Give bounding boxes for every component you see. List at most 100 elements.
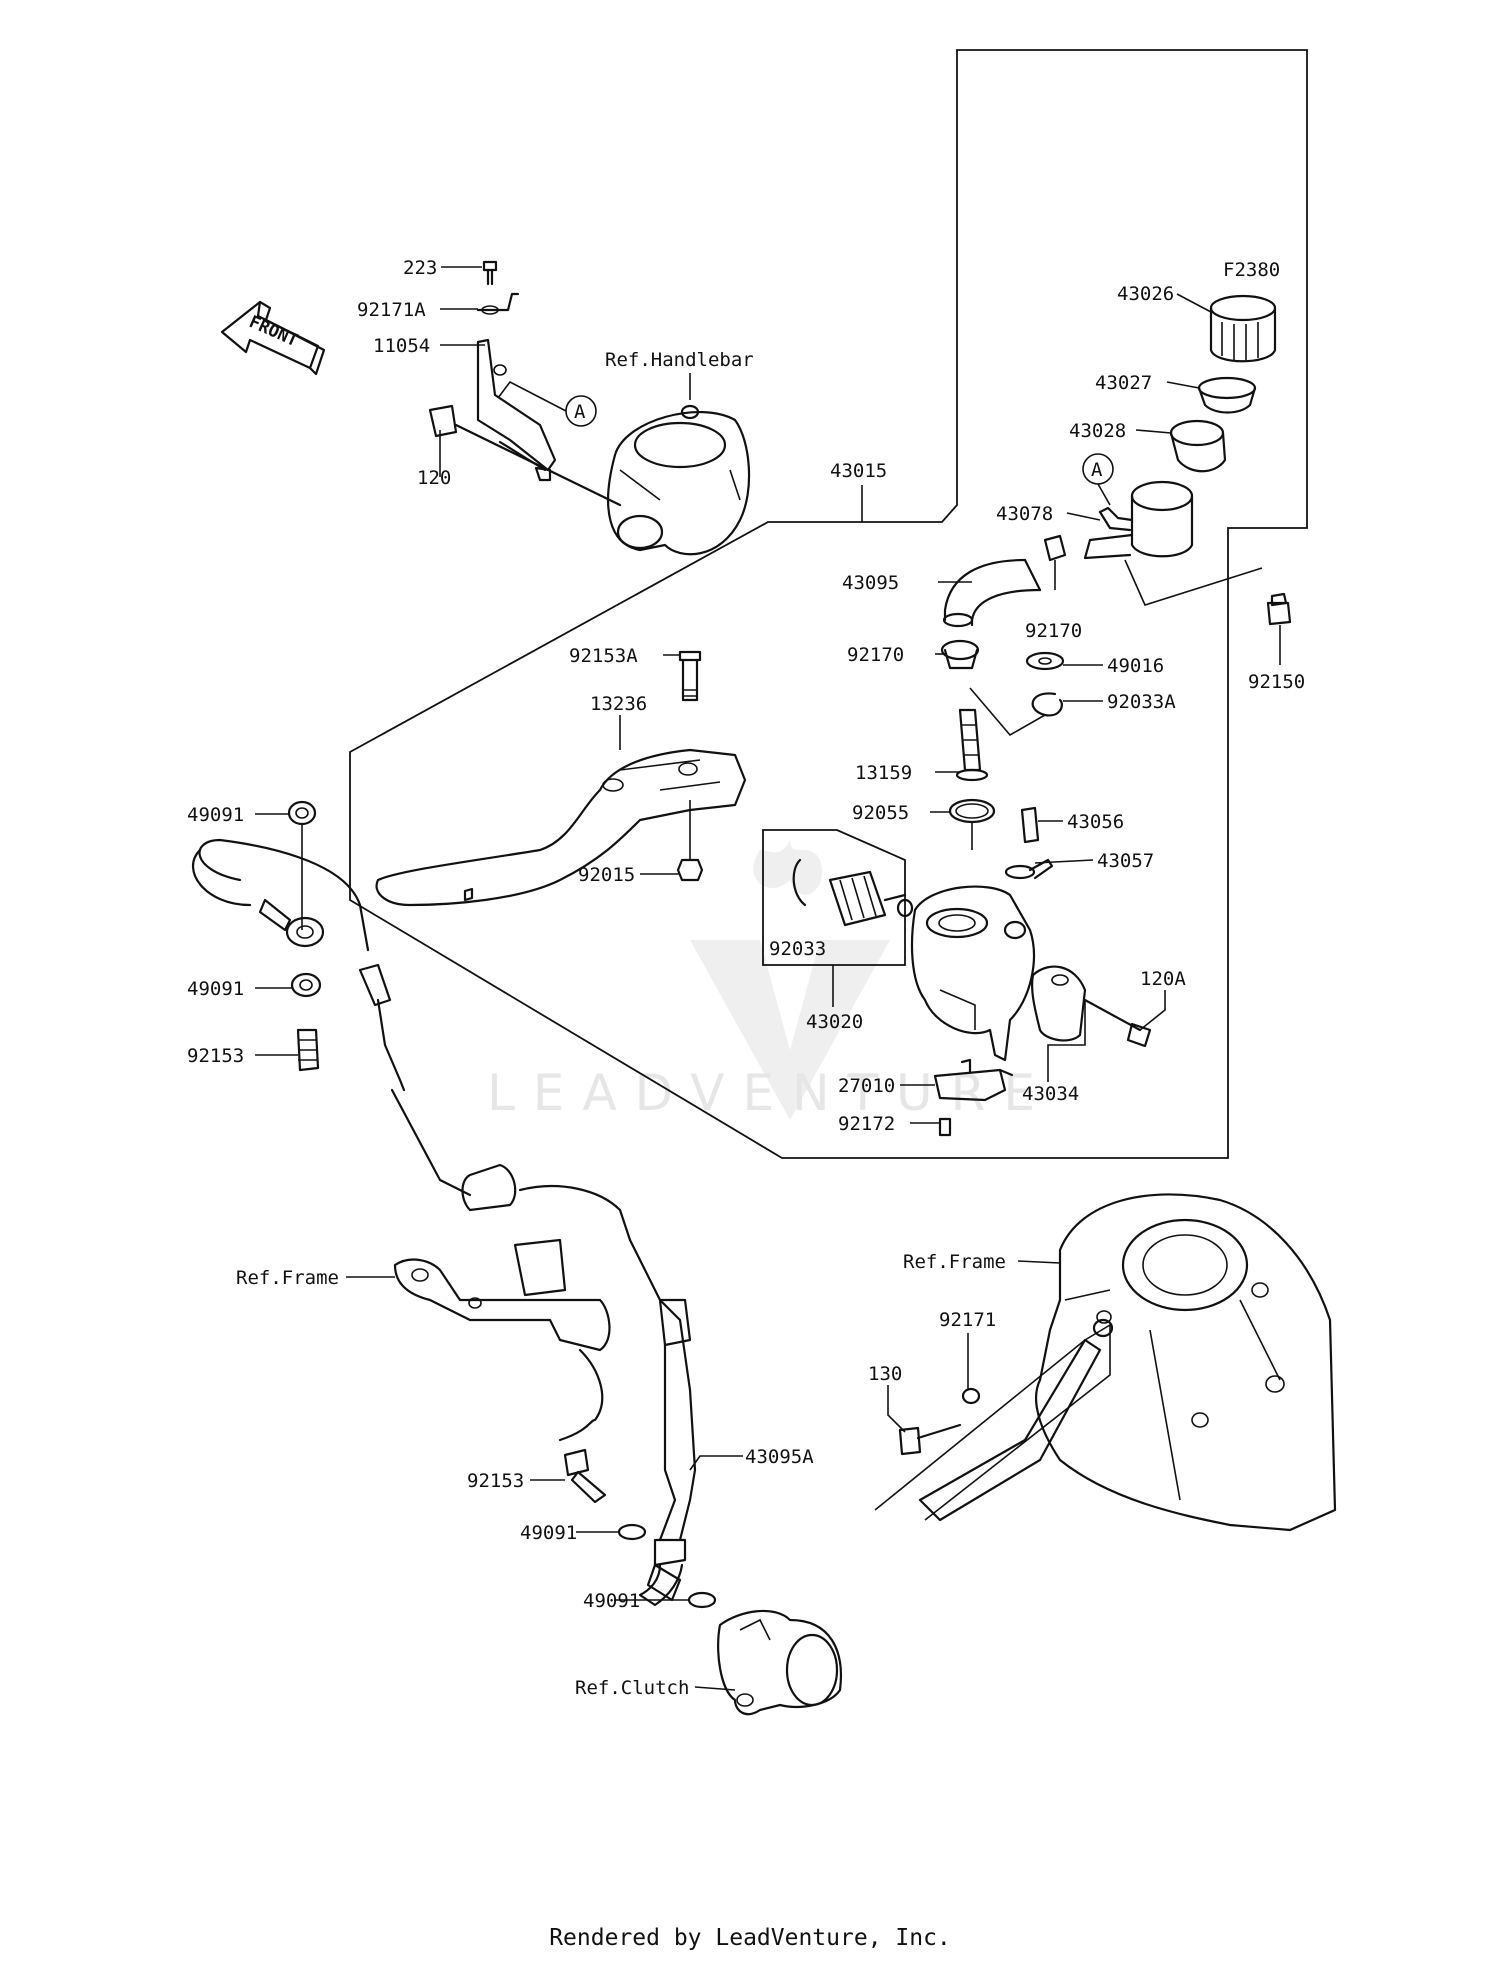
bolt-130	[898, 1423, 962, 1456]
front-label: FRONT	[246, 312, 301, 351]
label-49091-lower-left: 49091	[187, 978, 244, 1000]
washer-49091-lower-b	[687, 1591, 717, 1609]
kit-43020-box	[762, 829, 906, 966]
label-49091-lower-a: 49091	[520, 1522, 577, 1544]
circlip-92033A	[1031, 692, 1063, 717]
label-92150: 92150	[1248, 671, 1305, 693]
screw-223	[482, 260, 498, 286]
label-43020: 43020	[806, 1011, 863, 1033]
label-13236: 13236	[590, 693, 647, 715]
leader-lines	[255, 266, 1281, 1691]
clutch-slave-cylinder	[717, 1609, 842, 1716]
label-43027: 43027	[1095, 372, 1152, 394]
callout-a-right: A	[1082, 453, 1114, 506]
watermark: LEADVENTURE	[487, 840, 1053, 1122]
label-43056: 43056	[1067, 811, 1124, 833]
bleeder-43056	[1020, 806, 1040, 844]
label-92033: 92033	[769, 938, 826, 960]
frame-bracket-bound	[874, 1323, 1111, 1521]
label-49016: 49016	[1107, 655, 1164, 677]
label-27010: 27010	[838, 1075, 895, 1097]
label-43026: 43026	[1117, 283, 1174, 305]
o-ring-92055	[948, 798, 996, 824]
label-43015: 43015	[830, 460, 887, 482]
svg-text:A: A	[574, 401, 586, 423]
label-43078: 43078	[996, 503, 1053, 525]
bolt-120	[428, 404, 622, 507]
washer-49091-lower-left	[290, 972, 322, 998]
bolt-120A	[1083, 998, 1152, 1048]
bracket-92171	[918, 1318, 1114, 1522]
handlebar-switch-housing	[607, 404, 751, 556]
label-92171A: 92171A	[357, 299, 426, 321]
screw-92172	[938, 1117, 952, 1137]
label-92170-upper: 92170	[1025, 620, 1082, 642]
diaphragm-plate-43027	[1197, 376, 1257, 414]
label-92055: 92055	[852, 802, 909, 824]
label-43095: 43095	[842, 572, 899, 594]
hose-clamp-92170-lower	[940, 639, 980, 670]
master-cylinder-body	[910, 885, 1036, 1062]
label-ref-frame-left: Ref.Frame	[236, 1267, 339, 1289]
label-223: 223	[403, 257, 437, 279]
clutch-lever-13236	[375, 748, 747, 907]
label-92015: 92015	[578, 864, 635, 886]
front-arrow-icon: FRONT	[220, 300, 326, 376]
label-92170-lower: 92170	[847, 644, 904, 666]
frame-right	[1035, 1193, 1337, 1532]
label-11054: 11054	[373, 335, 430, 357]
footer-credit: Rendered by LeadVenture, Inc.	[549, 1925, 951, 1951]
nut-92015	[676, 858, 704, 882]
push-rod-13159	[955, 708, 989, 782]
callout-a-left: A	[497, 380, 597, 427]
label-ref-clutch: Ref.Clutch	[575, 1677, 689, 1699]
piston-kit-43020	[792, 858, 914, 927]
svg-text:A: A	[1091, 459, 1103, 481]
reservoir-tank-43078	[1083, 480, 1194, 560]
frame-bracket-left	[393, 1238, 611, 1442]
label-92153A: 92153A	[569, 645, 638, 667]
nut-49016	[1025, 651, 1065, 671]
washer-49091-lower-a	[617, 1523, 647, 1541]
label-49091-upper-left: 49091	[187, 804, 244, 826]
label-92153-lower: 92153	[467, 1470, 524, 1492]
pushrod-group-line	[969, 687, 1046, 737]
bolt-92150	[1266, 592, 1292, 626]
label-ref-frame-right: Ref.Frame	[903, 1251, 1006, 1273]
label-ref-handlebar: Ref.Handlebar	[605, 349, 754, 371]
label-43028: 43028	[1069, 420, 1126, 442]
clutch-hose-43095A	[192, 838, 697, 1607]
label-130: 130	[868, 1363, 902, 1385]
hose-43095	[942, 558, 1042, 628]
banjo-fitting-left	[258, 898, 325, 948]
part-labels: 223 92171A 11054 120 Ref.Handlebar 43015…	[187, 257, 1305, 1699]
pivot-bolt-92153A	[678, 650, 702, 702]
reservoir-cap-43026	[1209, 294, 1277, 363]
assembly-43015-boundary	[349, 49, 1308, 1159]
label-43095A: 43095A	[745, 1446, 814, 1468]
label-92033A: 92033A	[1107, 691, 1176, 713]
banjo-bolt-92153-left	[296, 1028, 320, 1072]
clamp-43034	[1031, 965, 1087, 1042]
label-43034: 43034	[1022, 1083, 1079, 1105]
banjo-bolt-92153-lower	[563, 1448, 607, 1504]
watermark-text: LEADVENTURE	[487, 1064, 1053, 1122]
hose-clamp-92170-upper	[1043, 534, 1067, 562]
label-92172: 92172	[838, 1113, 895, 1135]
label-120: 120	[417, 467, 451, 489]
label-13159: 13159	[855, 762, 912, 784]
diagram-code: F2380	[1223, 259, 1280, 281]
reservoir-mount-line	[1124, 559, 1263, 606]
label-43057: 43057	[1097, 850, 1154, 872]
clamp-92171A	[476, 292, 520, 315]
label-120A: 120A	[1140, 968, 1186, 990]
diaphragm-43028	[1169, 419, 1227, 473]
washer-49091-upper-left	[287, 800, 317, 826]
label-92171: 92171	[939, 1309, 996, 1331]
label-49091-lower-b: 49091	[583, 1590, 640, 1612]
bracket-11054	[476, 338, 557, 482]
label-92153-left: 92153	[187, 1045, 244, 1067]
lever-switch-27010	[933, 1058, 1014, 1102]
